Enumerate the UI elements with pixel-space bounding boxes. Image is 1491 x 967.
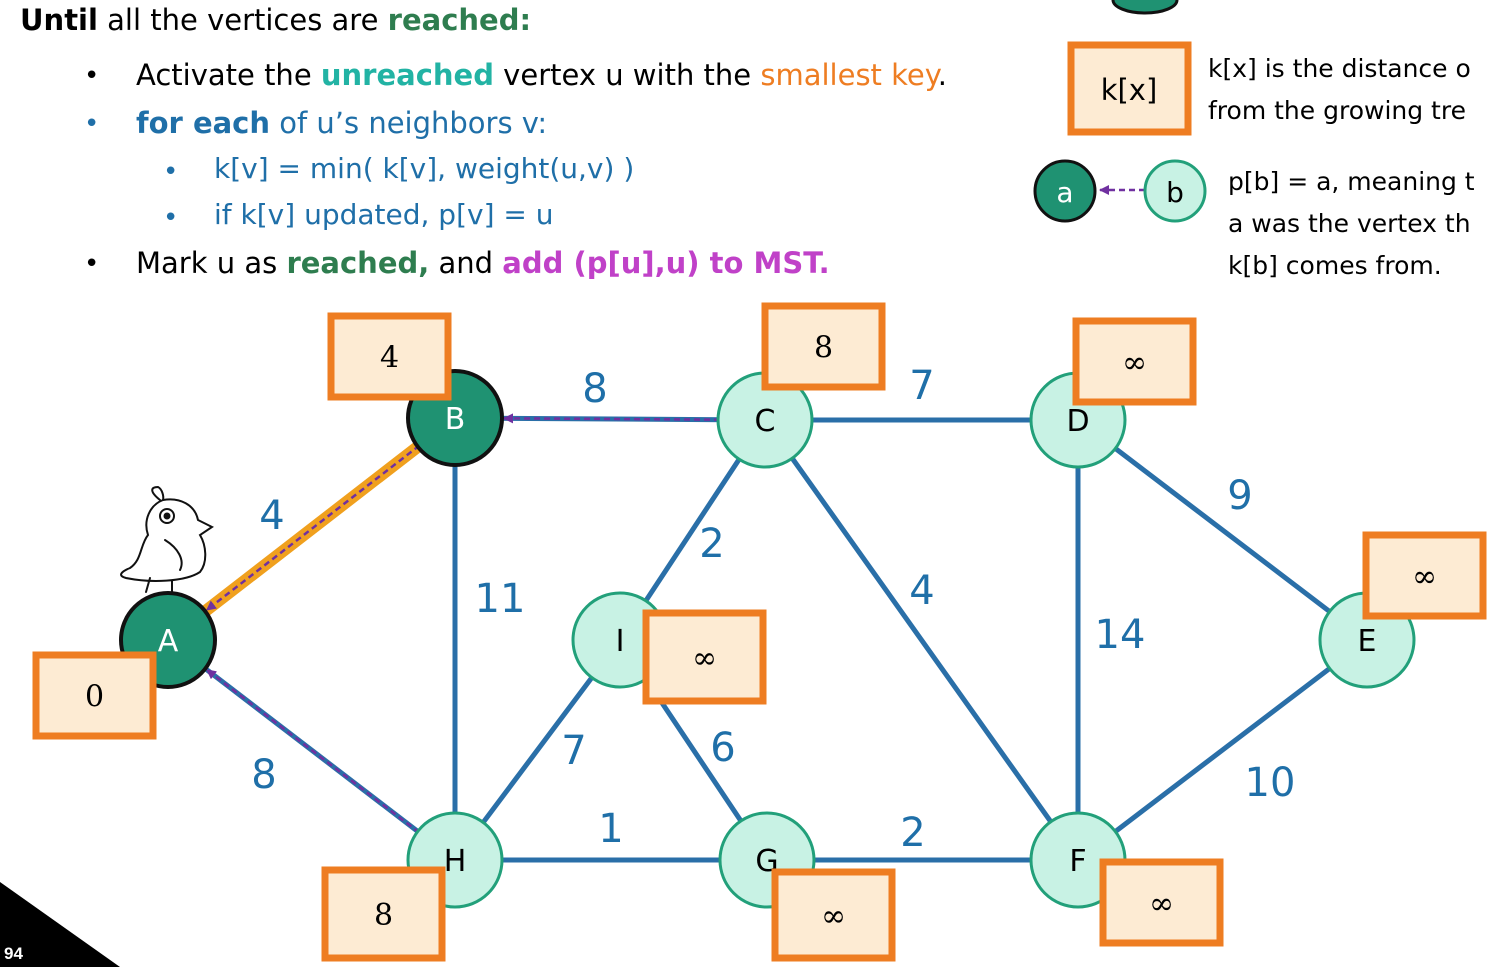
weight-label-c-d: 7	[909, 363, 934, 409]
node-label-f: F	[1069, 844, 1086, 879]
node-label-d: D	[1066, 404, 1089, 439]
weight-label-e-f: 10	[1245, 760, 1296, 806]
bullet-3-marker: •	[84, 249, 100, 279]
key-box-b	[327, 312, 452, 401]
weight-label-g-i: 6	[710, 725, 735, 771]
key-value-d: ∞	[1122, 346, 1147, 381]
bullet-mark: Mark u as reached, and add (p[u],u) to M…	[136, 246, 830, 280]
key-box-e	[1362, 531, 1487, 620]
slide-number-corner	[0, 882, 120, 967]
node-label-a: A	[158, 624, 179, 659]
activate-pre: Activate the	[136, 58, 321, 92]
bullet-for-each: for each of u’s neighbors v:	[136, 106, 547, 140]
weight-label-h-i: 7	[561, 728, 586, 774]
key-boxes-layer: 0 4 8 ∞ ∞ ∞ ∞ 8 ∞	[32, 302, 1487, 962]
bullet-1-marker: •	[84, 61, 100, 91]
unreached-word: unreached	[320, 58, 494, 92]
rule-line-mid: all the vertices are	[97, 3, 388, 37]
activate-end: .	[937, 58, 947, 92]
weight-label-d-e: 9	[1227, 473, 1252, 519]
key-legend-text: k[x] is the distance o from the growing …	[1208, 48, 1471, 132]
key-value-f: ∞	[1149, 887, 1174, 922]
parent-arrow-c-b	[502, 413, 721, 424]
key-value-h: 8	[374, 898, 393, 933]
weight-label-a-h: 8	[251, 752, 276, 798]
edge-weights-layer: 4 8 8 11 7 2 4 9 14 10 2 1 6 7	[251, 363, 1295, 856]
mark-mid: and	[429, 246, 503, 280]
weight-label-b-h: 11	[475, 576, 526, 622]
legend-node-b	[1143, 159, 1207, 223]
legend-node-a	[1033, 159, 1097, 223]
key-box-i	[642, 609, 767, 705]
parent-arrow-b-a	[205, 444, 421, 612]
key-value-b: 4	[380, 341, 399, 376]
key-legend-line-1: k[x] is the distance o	[1208, 54, 1471, 83]
node-label-i: I	[616, 624, 625, 659]
legend-key-box	[1067, 41, 1192, 136]
edge-e-f	[1076, 638, 1369, 862]
key-box-a	[32, 651, 157, 740]
key-value-e: ∞	[1412, 560, 1437, 595]
bird-icon	[120, 485, 214, 595]
node-label-e: E	[1358, 624, 1377, 659]
bullet-2-marker: •	[84, 109, 100, 139]
rule-line-until: Until all the vertices are reached:	[20, 3, 531, 37]
bullet-activate: Activate the unreached vertex u with the…	[136, 58, 947, 92]
node-label-b: B	[445, 402, 466, 437]
weight-label-d-f: 14	[1095, 612, 1146, 658]
sub-bullet-1-marker: •	[163, 157, 179, 187]
smallest-key-word: smallest key	[760, 58, 938, 92]
key-box-f	[1099, 858, 1224, 947]
key-value-c: 8	[814, 331, 833, 366]
reached-word: reached:	[387, 3, 532, 37]
edge-c-f	[762, 418, 1081, 862]
key-box-h	[321, 866, 446, 962]
weight-label-c-f: 4	[909, 568, 934, 614]
node-label-c: C	[755, 404, 776, 439]
activate-mid: vertex u with the	[493, 58, 761, 92]
key-value-a: 0	[85, 680, 104, 715]
until-word: Until	[20, 3, 98, 37]
weight-label-f-g: 2	[900, 810, 925, 856]
weight-label-g-h: 1	[598, 806, 623, 852]
sub-bullet-2-marker: •	[163, 203, 179, 233]
for-each-word: for each	[136, 106, 271, 140]
parent-legend-text: p[b] = a, meaning t a was the vertex th …	[1228, 161, 1475, 287]
legend-node-b-label: b	[1166, 176, 1184, 209]
legend-node-a-label: a	[1056, 176, 1073, 209]
weight-label-b-c: 8	[582, 366, 607, 412]
reached-comma-word: reached,	[286, 246, 430, 280]
parent-arrows-layer	[205, 413, 721, 834]
key-box-g	[771, 868, 896, 962]
weight-label-a-b: 4	[259, 493, 284, 539]
key-value-i: ∞	[692, 641, 717, 676]
slide-number: 94	[4, 944, 23, 963]
parent-arrow-h-a	[206, 668, 421, 834]
sub-bullet-update: if k[v] updated, p[v] = u	[214, 198, 554, 231]
legend-key-label: k[x]	[1101, 73, 1158, 107]
edge-d-e	[1076, 418, 1369, 642]
legend-reached-node-partial	[1111, 0, 1179, 15]
key-box-c	[761, 302, 886, 391]
parent-legend-line-3: k[b] comes from.	[1228, 251, 1442, 280]
edges-layer	[164, 413, 1369, 863]
key-box-d	[1072, 317, 1197, 406]
add-to-mst-word: add (p[u],u) to MST.	[502, 246, 830, 280]
node-label-h: H	[444, 844, 467, 879]
weight-label-c-i: 2	[699, 521, 724, 567]
sub-bullet-min: k[v] = min( k[v], weight(u,v) )	[214, 152, 635, 185]
parent-legend-line-1: p[b] = a, meaning t	[1228, 167, 1475, 196]
for-each-rest: of u’s neighbors v:	[270, 106, 548, 140]
key-legend-line-2: from the growing tre	[1208, 96, 1466, 125]
parent-legend-line-2: a was the vertex th	[1228, 209, 1471, 238]
key-value-g: ∞	[821, 899, 846, 934]
mark-pre: Mark u as	[136, 246, 287, 280]
